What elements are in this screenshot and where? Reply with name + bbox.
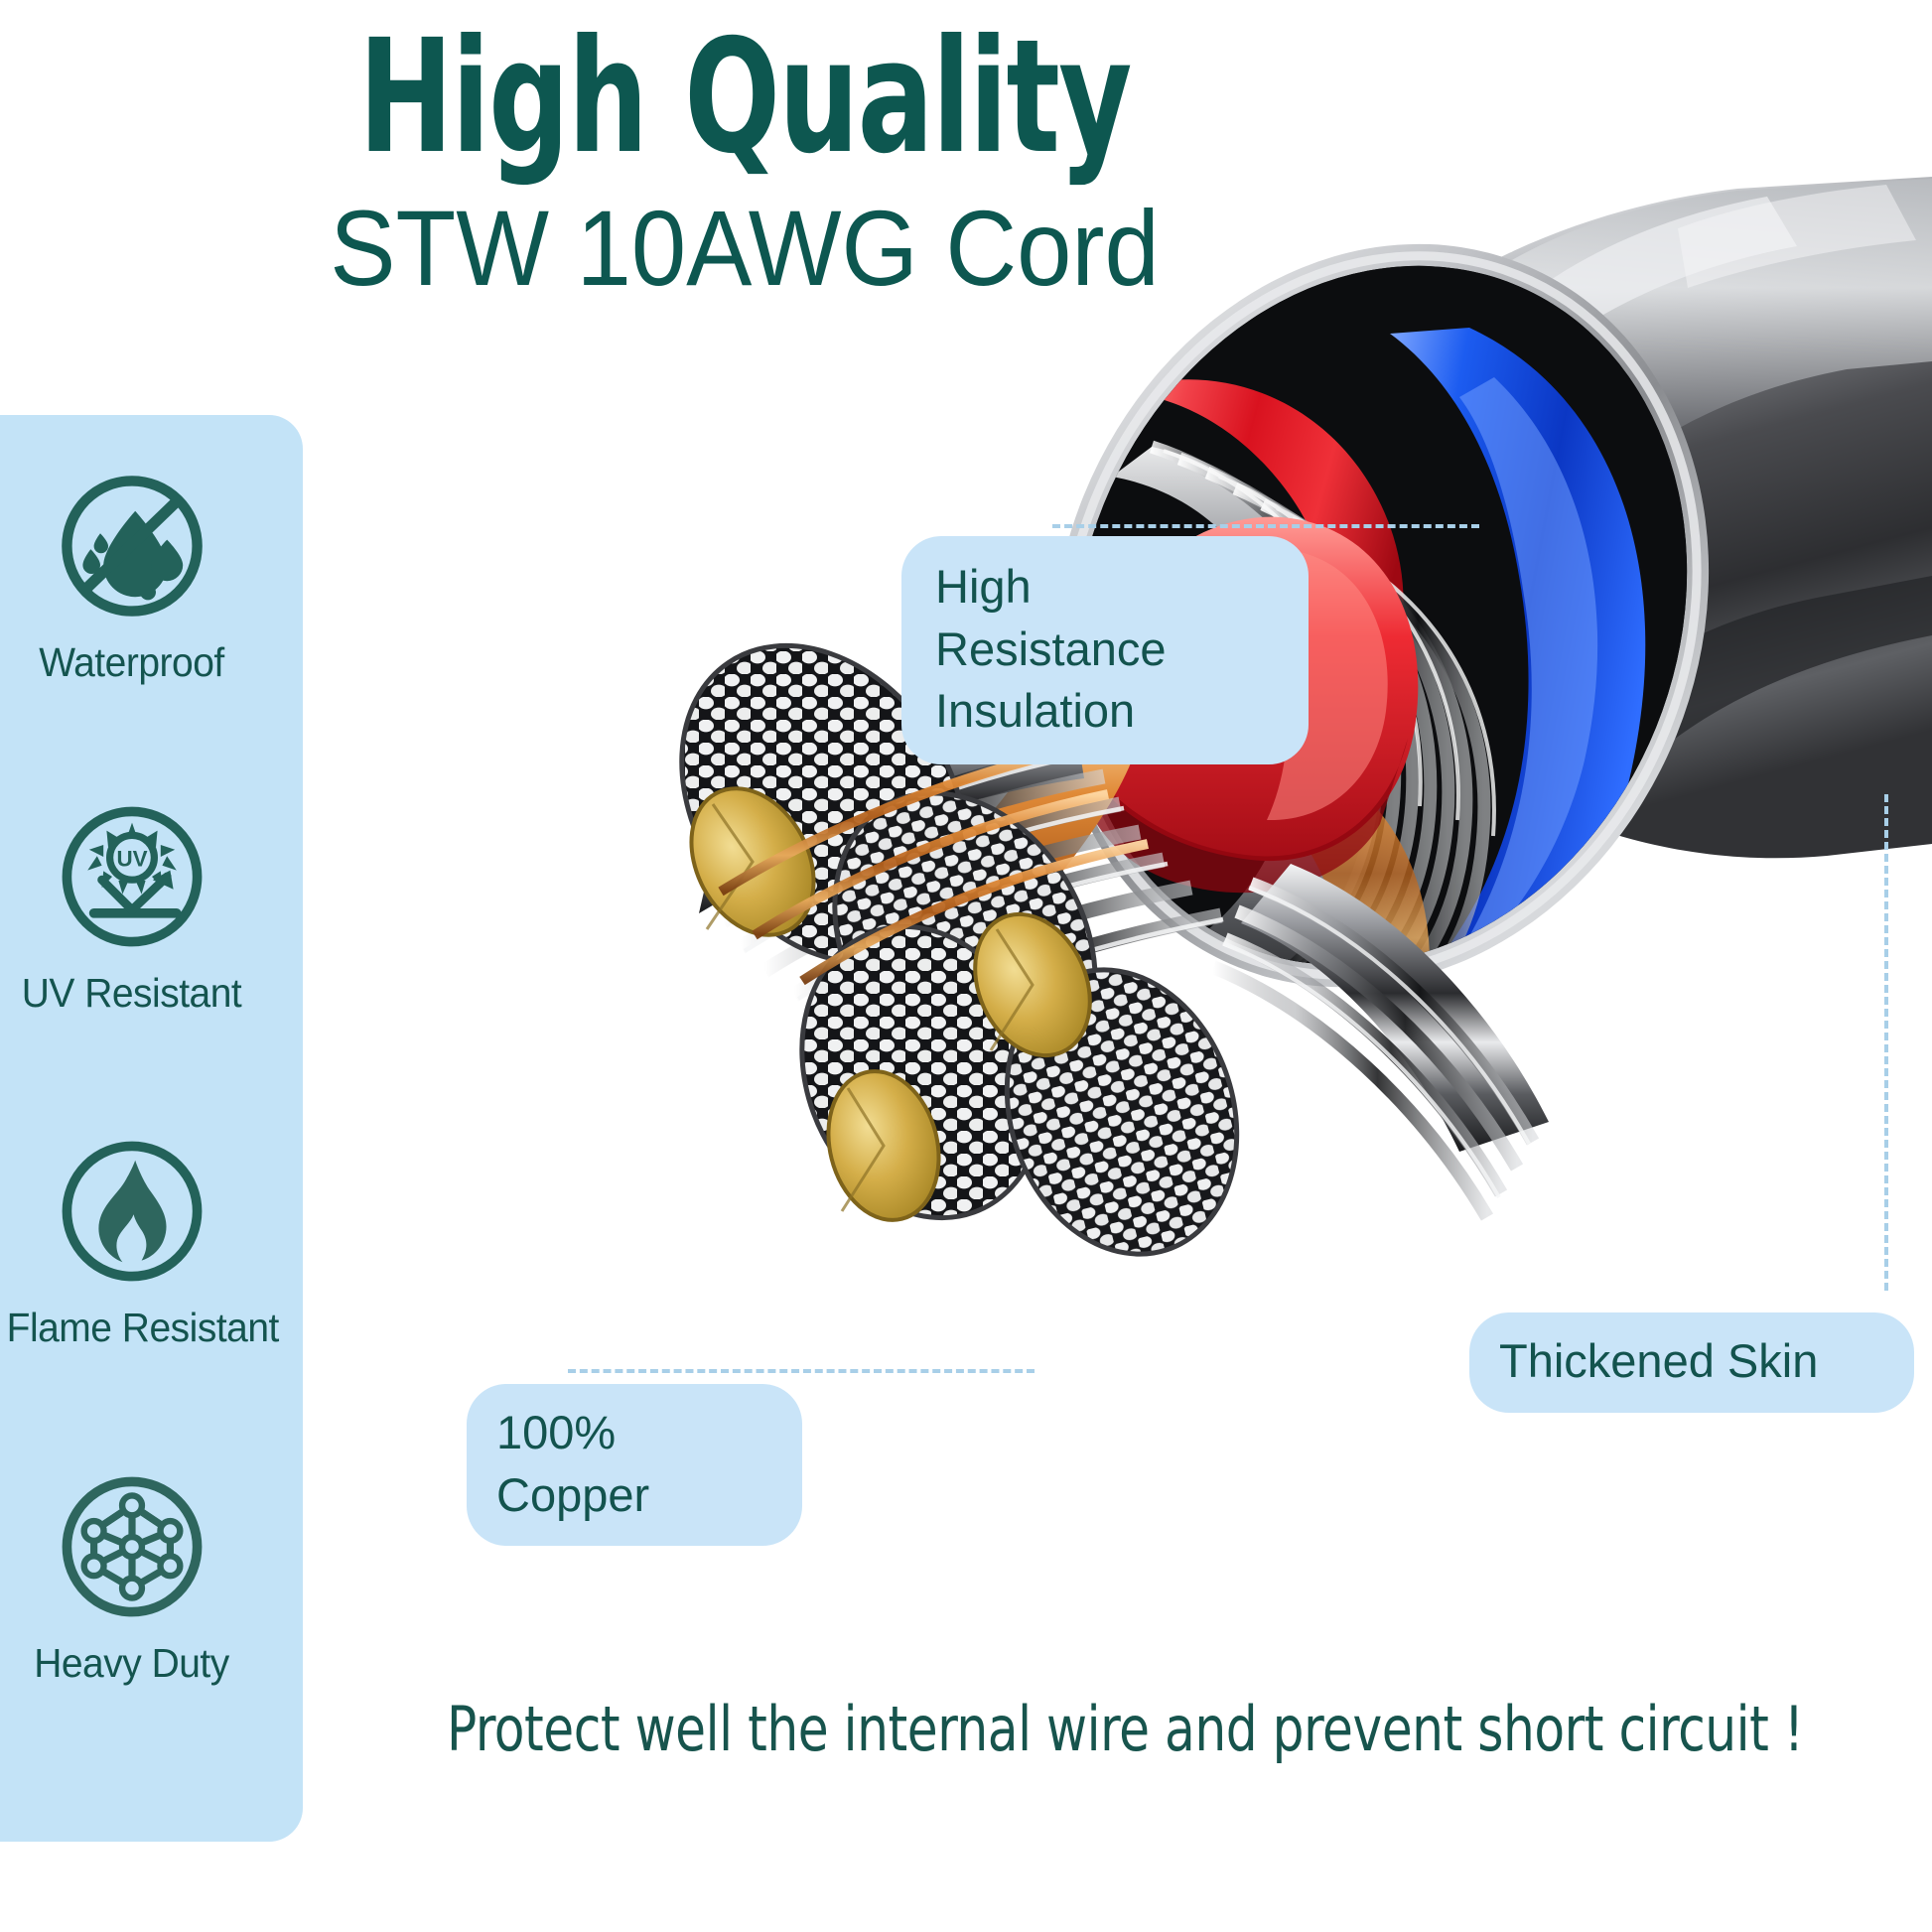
feature-item-uv-resistant: UV UV Resistant <box>0 797 263 1017</box>
feature-label: Waterproof <box>39 639 224 685</box>
headline-block: High Quality STW 10AWG Cord <box>0 6 1489 309</box>
leader-line-insulation <box>1052 524 1479 528</box>
page-title: High Quality <box>358 6 1132 189</box>
leader-line-copper <box>568 1369 1035 1373</box>
uv-resistant-icon: UV <box>62 806 202 947</box>
svg-text:UV: UV <box>116 847 147 872</box>
tagline: Protect well the internal wire and preve… <box>447 1693 1804 1765</box>
page-subtitle: STW 10AWG Cord <box>330 188 1160 309</box>
feature-item-heavy-duty: Heavy Duty <box>0 1467 263 1687</box>
callout-high-resistance-insulation: High Resistance Insulation <box>901 536 1309 764</box>
feature-label: UV Resistant <box>21 970 242 1016</box>
feature-label: Heavy Duty <box>34 1640 229 1686</box>
feature-panel: Waterproof <box>0 415 303 1842</box>
flame-resistant-icon <box>62 1141 202 1282</box>
callout-100-percent-copper: 100% Copper <box>467 1384 802 1546</box>
waterproof-icon <box>61 476 203 617</box>
heavy-duty-icon <box>62 1476 202 1617</box>
callout-thickened-skin: Thickened Skin <box>1469 1312 1914 1413</box>
feature-item-flame-resistant: Flame Resistant <box>0 1132 280 1351</box>
leader-line-thickened-skin <box>1884 794 1888 1291</box>
feature-item-waterproof: Waterproof <box>0 467 263 686</box>
feature-label: Flame Resistant <box>6 1305 280 1350</box>
